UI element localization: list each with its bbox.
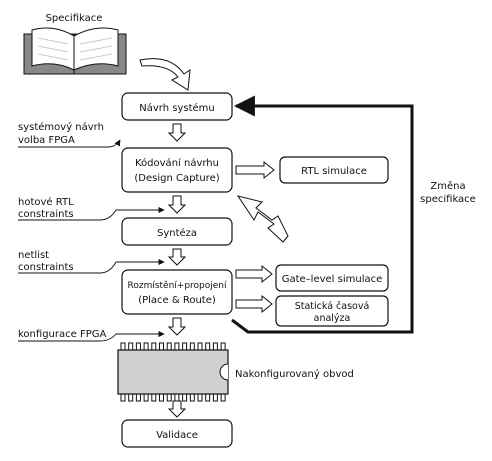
chip-pin: [120, 393, 126, 402]
input-annotation-3: netlist constraints: [18, 250, 165, 274]
svg-text:systémový návrh: systémový návrh: [18, 121, 104, 133]
svg-text:analýza: analýza: [314, 313, 351, 324]
chip-pin: [174, 342, 180, 351]
svg-text:Rozmístění+propojení: Rozmístění+propojení: [127, 281, 227, 291]
down-arrow-3: [167, 248, 187, 266]
chip-pin: [143, 342, 149, 351]
input-annotation-2: hotové RTL constraints: [18, 196, 165, 221]
chip-pin: [197, 393, 203, 402]
curved-arrow-icon: [139, 58, 191, 91]
svg-text:Statická časová: Statická časová: [295, 301, 370, 312]
chip-pin: [182, 393, 188, 402]
box-gate-level-simulation: Gate–level simulace: [275, 264, 389, 292]
box-synthesis: Syntéza: [121, 217, 233, 246]
chip-pin: [182, 342, 188, 351]
chip-pin: [135, 393, 141, 402]
chip-pin: [189, 342, 195, 351]
down-arrow-2: [167, 195, 187, 214]
chip-pin: [220, 393, 226, 402]
right-arrow-gate: [235, 264, 273, 284]
chip-pin: [151, 393, 157, 402]
chip-pin: [143, 393, 149, 402]
down-arrow-5: [167, 400, 187, 418]
svg-text:Gate–level simulace: Gate–level simulace: [282, 274, 383, 285]
feedback-label-line1: Změna: [430, 180, 465, 192]
svg-text:(Place & Route): (Place & Route): [138, 295, 216, 306]
down-arrow-1: [167, 123, 187, 142]
chip-pin: [128, 342, 134, 351]
svg-text:volba FPGA: volba FPGA: [18, 135, 75, 146]
chip-pin: [166, 342, 172, 351]
svg-text:(Design Capture): (Design Capture): [134, 173, 219, 184]
svg-text:netlist: netlist: [18, 250, 49, 261]
feedback-label-line2: specifikace: [420, 194, 476, 205]
right-arrow-rtl: [235, 160, 275, 180]
chip-pin: [151, 342, 157, 351]
feedback-loop: [231, 95, 414, 334]
right-arrow-timing: [235, 294, 273, 314]
box-design-capture: Kódování návrhu (Design Capture): [121, 147, 233, 193]
chip-pin: [212, 342, 218, 351]
input-annotation-4: konfigurace FPGA: [18, 329, 165, 342]
chip-pin: [197, 342, 203, 351]
chip-icon: [117, 342, 229, 402]
chip-pin: [189, 393, 195, 402]
input-annotation-1: systémový návrh volba FPGA: [18, 121, 121, 148]
box-static-timing-analysis: Statická časová analýza: [275, 295, 389, 327]
chip-pin: [128, 393, 134, 402]
chip-pin: [205, 342, 211, 351]
chip-pin: [205, 393, 211, 402]
book-icon: [23, 27, 127, 75]
svg-text:Validace: Validace: [156, 430, 198, 441]
chip-pin: [174, 393, 180, 402]
chip-pin: [212, 393, 218, 402]
chip-pin: [159, 342, 164, 351]
svg-text:konfigurace FPGA: konfigurace FPGA: [18, 329, 106, 340]
spec-title: Specifikace: [46, 13, 103, 24]
svg-text:hotové RTL: hotové RTL: [18, 196, 74, 208]
svg-text:constraints: constraints: [18, 262, 74, 273]
svg-text:RTL simulace: RTL simulace: [301, 166, 367, 177]
svg-text:Kódování návrhu: Kódování návrhu: [135, 157, 219, 169]
chip-pin: [166, 393, 172, 402]
chip-pin: [120, 342, 126, 351]
svg-text:constraints: constraints: [18, 209, 74, 220]
svg-text:Syntéza: Syntéza: [157, 227, 197, 239]
svg-text:Návrh systému: Návrh systému: [139, 102, 214, 114]
lightning-arrow-icon: [236, 195, 289, 243]
box-place-route: Rozmístění+propojení (Place & Route): [121, 269, 233, 315]
chip-pin: [159, 393, 164, 402]
chip-pin: [220, 342, 226, 351]
box-rtl-simulation: RTL simulace: [279, 156, 389, 184]
chip-label: Nakonfigurovaný obvod: [235, 368, 354, 380]
box-validation: Validace: [121, 419, 233, 448]
box-design: Návrh systému: [121, 92, 233, 121]
chip-pin: [135, 342, 141, 351]
down-arrow-4: [167, 317, 187, 336]
